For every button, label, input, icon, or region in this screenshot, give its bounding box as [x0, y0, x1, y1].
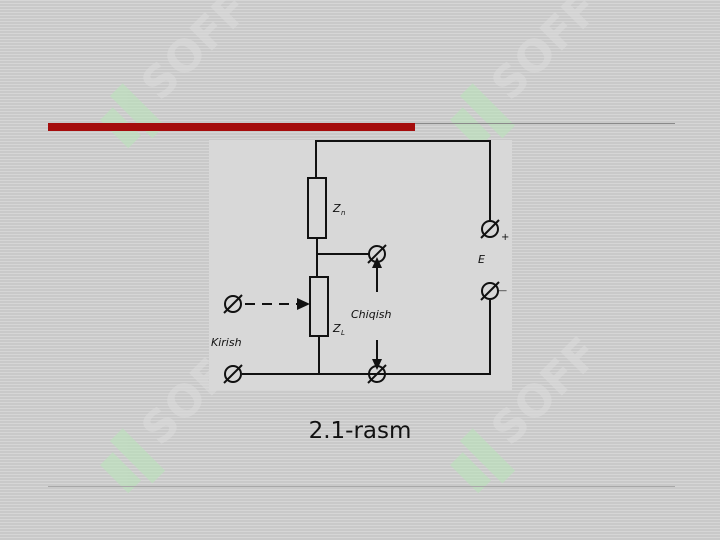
watermark-logo-top-left: SOFF — [100, 0, 259, 149]
input-arrow-head — [297, 298, 310, 310]
terminal-input-bottom — [223, 364, 243, 384]
wire-bottom — [242, 300, 491, 375]
label-zn: Z — [332, 202, 341, 215]
terminal-output-top — [367, 244, 387, 264]
svg-text:SOFF: SOFF — [132, 0, 259, 110]
label-input: Kirish — [211, 336, 242, 349]
terminal-plus — [480, 219, 500, 239]
circuit-diagram: Z n Z L + — E Chiqish Kirish — [209, 140, 512, 390]
resistor-zl — [309, 276, 329, 337]
footer-divider — [48, 486, 675, 487]
wire-top — [315, 140, 491, 222]
terminal-input-top — [223, 294, 243, 314]
label-plus: + — [501, 232, 509, 243]
svg-text:SOFF: SOFF — [482, 0, 609, 110]
resistor-zn — [307, 177, 327, 239]
watermark-logo-top-right: SOFF — [450, 0, 609, 149]
label-e: E — [478, 253, 485, 266]
title-accent-bar — [48, 123, 415, 131]
label-zn-subscript: n — [341, 209, 345, 217]
terminal-output-bottom — [367, 364, 387, 384]
label-zl: Z — [332, 322, 341, 335]
figure-caption: 2.1-rasm — [308, 418, 412, 444]
label-zl-subscript: L — [341, 329, 345, 337]
terminal-minus — [480, 281, 500, 301]
title-accent-line — [415, 123, 675, 124]
label-output: Chiqish — [351, 308, 391, 321]
label-minus: — — [498, 286, 507, 296]
